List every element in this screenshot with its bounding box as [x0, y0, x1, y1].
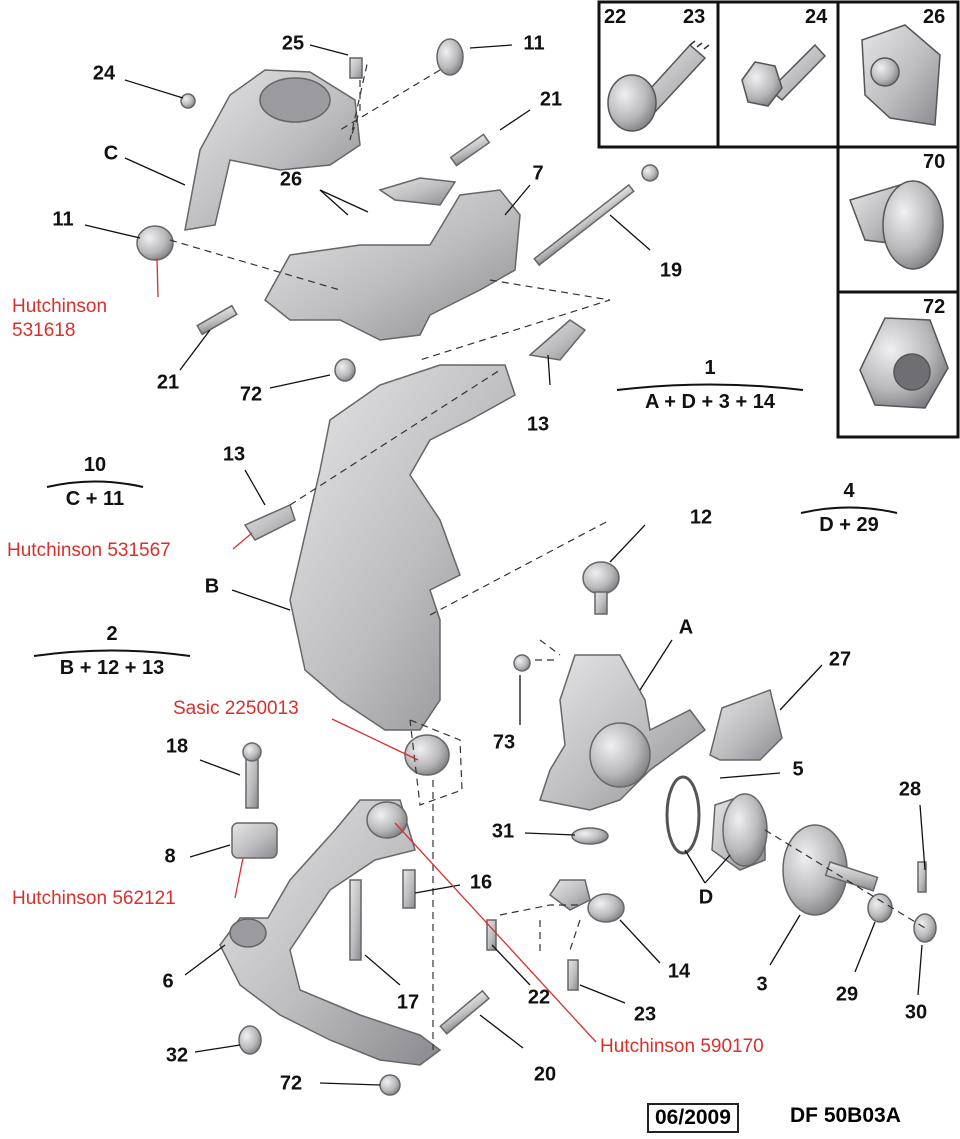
callout-14: 14: [667, 960, 691, 983]
kit-10-formula: C + 11: [65, 488, 125, 510]
leader-lines: [84, 44, 926, 1086]
strut-top-mount-part: [136, 69, 361, 261]
kit-4-number: 4: [843, 480, 855, 502]
callout-d: D: [698, 886, 714, 909]
note-hutchinson-531618-line2: 531618: [12, 319, 76, 341]
steering-knuckle-b-part: [289, 364, 516, 776]
box-label-72: 72: [923, 296, 946, 318]
callout-13-left: 13: [222, 443, 246, 466]
ball-joint-part: [582, 561, 620, 615]
callout-26: 26: [279, 168, 303, 191]
callout-30: 30: [904, 1001, 928, 1024]
kit-10-number: 10: [83, 454, 107, 476]
callout-a: A: [678, 616, 694, 639]
kit-2-number: 2: [106, 623, 118, 645]
long-bolt-19-part: [533, 164, 659, 267]
kit-1: 1 A + D + 3 + 14: [615, 357, 805, 414]
callout-21-top: 21: [539, 88, 563, 111]
callout-32: 32: [165, 1044, 189, 1067]
kit-4: 4 D + 29: [799, 480, 899, 537]
callout-11-top: 11: [523, 32, 545, 55]
note-hutchinson-562121: Hutchinson 562121: [12, 888, 176, 909]
callout-21-left: 21: [156, 371, 180, 394]
note-hutchinson-590170: Hutchinson 590170: [600, 1036, 764, 1057]
kit-10: 10 C + 11: [45, 454, 145, 511]
callout-29: 29: [835, 983, 859, 1006]
parts-box: [597, 0, 960, 439]
callout-17: 17: [396, 991, 420, 1014]
kit-1-formula: A + D + 3 + 14: [645, 391, 775, 413]
kit-10-bar: [46, 480, 144, 488]
small-fasteners: [180, 38, 625, 1096]
flange-nut-icon: [859, 317, 949, 409]
note-hutchinson-531618: Hutchinson 531618: [12, 295, 107, 343]
flanged-screw-icon: [849, 180, 944, 270]
callout-22: 22: [527, 986, 551, 1009]
note-hutchinson-531618-line1: Hutchinson: [12, 296, 108, 317]
note-sasic-2250013: Sasic 2250013: [173, 698, 299, 719]
hub-carrier-a-part: [539, 654, 707, 811]
footer-date: 06/2009: [647, 1103, 739, 1133]
callout-8: 8: [164, 845, 176, 868]
wheel-hub-part: [782, 824, 937, 943]
callout-28: 28: [898, 778, 922, 801]
callout-5: 5: [792, 758, 804, 781]
callout-27: 27: [828, 648, 852, 671]
lower-control-arm-part: [219, 799, 442, 1066]
kit-4-bar: [800, 506, 898, 514]
bushing-8-part: [231, 742, 278, 859]
kit-2-formula: B + 12 + 13: [59, 657, 165, 679]
callout-b: B: [204, 575, 220, 598]
footer-code: DF 50B03A: [790, 1104, 901, 1127]
callout-6: 6: [162, 970, 174, 993]
callout-23: 23: [633, 1003, 657, 1026]
callout-7: 7: [532, 162, 544, 185]
upper-control-arm-part: [264, 177, 521, 341]
dust-shield-part: [709, 689, 783, 761]
callout-19: 19: [659, 259, 683, 282]
callout-72-mid: 72: [239, 383, 263, 406]
kit-2-bar: [33, 649, 191, 657]
kit-1-number: 1: [704, 357, 716, 379]
box-label-70: 70: [923, 151, 946, 173]
note-hutchinson-531567: Hutchinson 531567: [7, 540, 171, 561]
callout-16: 16: [469, 871, 493, 894]
box-label-23: 23: [683, 6, 706, 28]
box-label-24: 24: [805, 6, 828, 28]
callout-20: 20: [533, 1063, 557, 1086]
annotation-leaders: [156, 257, 597, 1043]
clip-nut-icon: [861, 24, 941, 126]
callout-18: 18: [165, 735, 189, 758]
callout-3: 3: [756, 973, 768, 996]
box-label-22: 22: [604, 6, 627, 28]
kit-2: 2 B + 12 + 13: [32, 623, 192, 680]
box-label-26: 26: [923, 6, 946, 28]
bushing-11-part: [136, 225, 174, 261]
assembly-lines: [169, 59, 926, 1050]
kit-4-formula: D + 29: [819, 514, 879, 536]
wheel-bearing-part: [665, 775, 768, 871]
callout-24: 24: [92, 62, 116, 85]
callout-12: 12: [689, 506, 713, 529]
callout-11-left: 11: [52, 208, 74, 231]
ball-joint-bushing-part: [404, 734, 450, 776]
hex-bolt-icon: [741, 43, 827, 107]
callout-72-bottom: 72: [279, 1072, 303, 1095]
callout-c: C: [103, 142, 119, 165]
callout-25: 25: [281, 32, 305, 55]
callout-13-right: 13: [526, 413, 550, 436]
callout-73: 73: [492, 731, 516, 754]
bolt-flanged-icon: [607, 40, 710, 132]
kit-1-bar: [616, 383, 804, 391]
callout-31: 31: [491, 820, 515, 843]
